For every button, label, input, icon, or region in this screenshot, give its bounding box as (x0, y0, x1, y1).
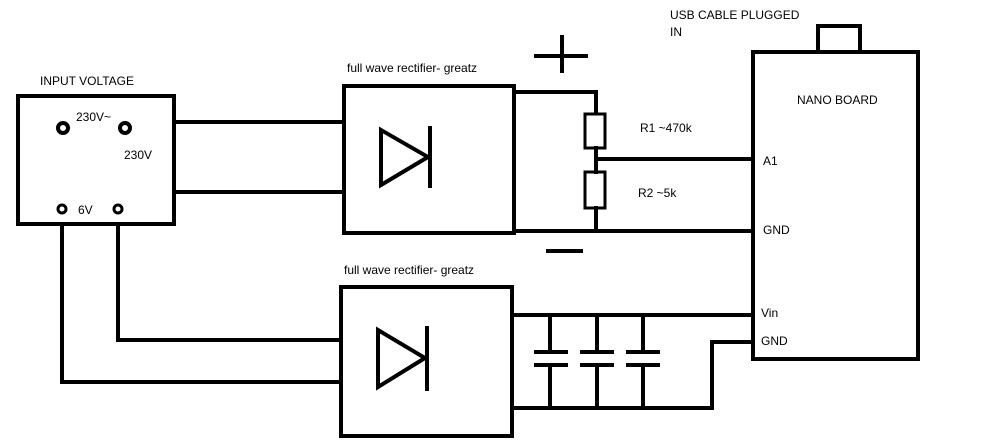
v230-label: 230V (124, 148, 152, 162)
r2-label: R2 ~5k (638, 186, 677, 200)
terminal-6v-right (112, 203, 124, 215)
diode-bottom-icon (376, 326, 429, 391)
pin-a1-label: A1 (763, 154, 778, 168)
pin-gnd-bottom-label: GND (761, 334, 788, 348)
pin-vin-label: Vin (761, 306, 778, 320)
terminal-230v-ac (56, 121, 70, 135)
v6-label: 6V (78, 203, 93, 217)
v230-ac-label: 230V~ (76, 110, 111, 124)
usb-label-line2: IN (670, 25, 682, 39)
input-voltage-box (16, 94, 176, 226)
nano-board-box (751, 50, 920, 361)
nano-board-label: NANO BOARD (797, 93, 878, 107)
terminal-6v-left (56, 203, 68, 215)
input-voltage-label: INPUT VOLTAGE (40, 74, 134, 88)
rectifier-bottom-label: full wave rectifier- greatz (344, 263, 474, 277)
resistor-r1 (583, 112, 607, 150)
usb-label-line1: USB CABLE PLUGGED (670, 8, 800, 22)
r1-label: R1 ~470k (640, 121, 693, 135)
diode-top-icon (379, 126, 432, 189)
usb-connector (816, 24, 862, 54)
resistor-r2 (583, 170, 607, 210)
terminal-230v (118, 121, 132, 135)
rectifier-top-label: full wave rectifier- greatz (347, 61, 477, 75)
pin-gnd-top-label: GND (763, 223, 790, 237)
